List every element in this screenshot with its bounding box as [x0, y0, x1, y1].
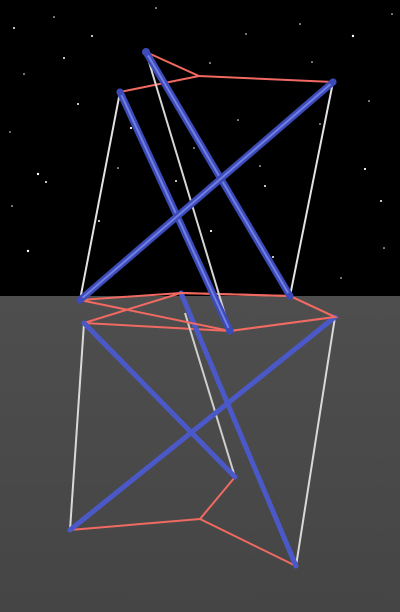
strut-3[interactable] — [76, 78, 337, 304]
starfield — [9, 7, 393, 279]
side-cable-right — [289, 81, 334, 297]
side-cable-center — [145, 51, 231, 332]
strut-1[interactable] — [142, 48, 294, 300]
side-cable-left — [79, 91, 121, 301]
tensegrity-structure[interactable] — [76, 48, 339, 335]
strut-2[interactable] — [116, 88, 234, 335]
ground-plane — [0, 296, 400, 612]
top-cable-b — [119, 75, 200, 93]
structure-reflection — [67, 290, 339, 569]
strut-endpoints — [76, 48, 337, 335]
bottom-cable-loop — [79, 291, 339, 333]
